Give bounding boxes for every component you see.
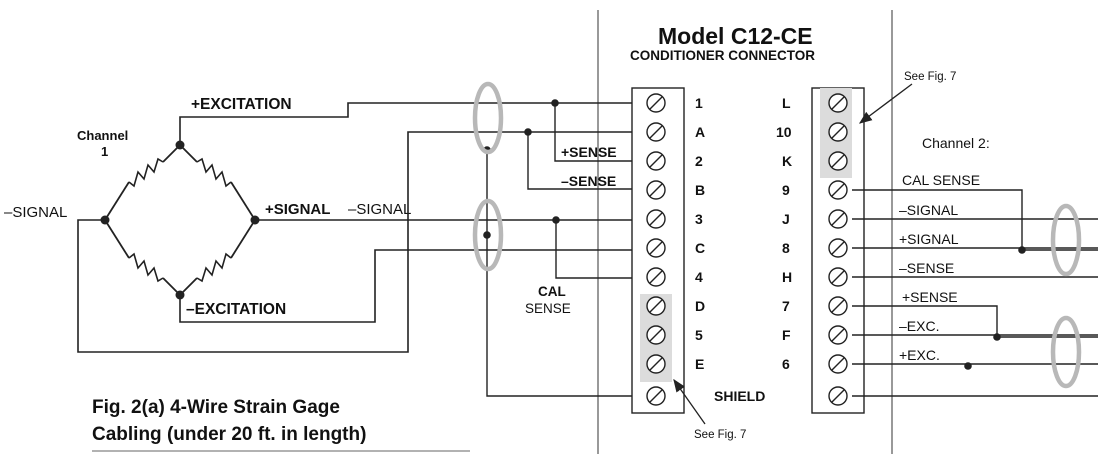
see-fig-top-arrow bbox=[858, 83, 913, 124]
shield-label: SHIELD bbox=[714, 388, 765, 404]
left-terminal-label: D bbox=[695, 298, 705, 314]
cal-label: CAL bbox=[538, 284, 566, 299]
left-terminal-label: B bbox=[695, 182, 705, 198]
right-terminal-screw-icon bbox=[828, 122, 848, 142]
left-terminal-screw-icon bbox=[646, 151, 666, 171]
left-terminal-screw-icon bbox=[646, 238, 666, 258]
see-fig-bottom-label: See Fig. 7 bbox=[694, 429, 746, 441]
page-subtitle: CONDITIONER CONNECTOR bbox=[630, 48, 815, 63]
right-terminal-label: 10 bbox=[776, 124, 792, 140]
left-terminal-screw-icon bbox=[646, 386, 666, 406]
left-terminal-label: E bbox=[695, 356, 704, 372]
right-terminal-label: K bbox=[782, 153, 792, 169]
right-terminal-screw-icon bbox=[828, 209, 848, 229]
channel2-wire-label: –SENSE bbox=[899, 260, 954, 276]
channel1-wires bbox=[77, 99, 632, 397]
right-terminal-screw-icon bbox=[828, 296, 848, 316]
plus-signal-label: +SIGNAL bbox=[265, 201, 330, 218]
left-terminal-label: 4 bbox=[695, 269, 703, 285]
channel2-label: Channel 2: bbox=[922, 135, 990, 151]
right-terminal-label: 9 bbox=[782, 182, 790, 198]
channel2-wire-label: –SIGNAL bbox=[899, 202, 958, 218]
left-terminal-screw-icon bbox=[646, 93, 666, 113]
cable-loop-ch2-upper bbox=[1050, 203, 1082, 277]
left-terminal-screw-icon bbox=[646, 296, 666, 316]
strain-gage-bridge bbox=[100, 140, 260, 300]
channel1-label: Channel bbox=[77, 128, 128, 143]
see-fig-top-label: See Fig. 7 bbox=[904, 71, 956, 83]
page-title: Model C12-CE bbox=[658, 23, 813, 49]
left-terminal-screw-icon bbox=[646, 267, 666, 287]
right-terminal-label: 8 bbox=[782, 240, 790, 256]
right-terminal-label: H bbox=[782, 269, 792, 285]
right-terminal-screw-icon bbox=[828, 93, 848, 113]
minus-sense-label: –SENSE bbox=[561, 173, 616, 189]
cable-loop-ch2-lower bbox=[1050, 315, 1082, 389]
see-fig-bottom-arrow bbox=[673, 378, 706, 425]
cable-loop-ch1-upper bbox=[472, 81, 504, 155]
minus-excitation-label: –EXCITATION bbox=[186, 301, 286, 318]
right-terminal-label: F bbox=[782, 327, 791, 343]
channel2-wires bbox=[852, 189, 1098, 397]
left-terminal-label: C bbox=[695, 240, 705, 256]
left-terminal-screw-icon bbox=[646, 180, 666, 200]
left-terminal-screws bbox=[646, 93, 666, 406]
left-terminal-screw-icon bbox=[646, 354, 666, 374]
right-terminal-labels: L 10 K 9 J 8 H 7 F 6 bbox=[776, 95, 792, 372]
left-terminal-label: 5 bbox=[695, 327, 703, 343]
plus-sense-label: +SENSE bbox=[561, 144, 617, 160]
left-terminal-screw-icon bbox=[646, 209, 666, 229]
channel2-wire-labels: CAL SENSE –SIGNAL +SIGNAL –SENSE +SENSE … bbox=[899, 172, 980, 363]
left-terminal-label: 2 bbox=[695, 153, 703, 169]
channel1-number: 1 bbox=[101, 144, 108, 159]
cable-loop-ch1-lower bbox=[472, 198, 504, 272]
caption-line1: Fig. 2(a) 4-Wire Strain Gage bbox=[92, 397, 340, 418]
right-terminal-label: L bbox=[782, 95, 791, 111]
right-terminal-screw-icon bbox=[828, 325, 848, 345]
right-terminal-label: 7 bbox=[782, 298, 790, 314]
sense-label: SENSE bbox=[525, 301, 571, 316]
left-terminal-label: 1 bbox=[695, 95, 703, 111]
right-terminal-screw-icon bbox=[828, 180, 848, 200]
right-terminal-label: 6 bbox=[782, 356, 790, 372]
channel2-wire-label: CAL SENSE bbox=[902, 172, 980, 188]
channel2-wire-label: +SIGNAL bbox=[899, 231, 959, 247]
channel2-wire-label: +SENSE bbox=[902, 289, 958, 305]
left-terminal-label: 3 bbox=[695, 211, 703, 227]
right-terminal-label: J bbox=[782, 211, 790, 227]
right-terminal-screw-icon bbox=[828, 238, 848, 258]
right-terminal-screw-icon bbox=[828, 151, 848, 171]
channel2-wire-label: +EXC. bbox=[899, 347, 940, 363]
plus-excitation-label: +EXCITATION bbox=[191, 96, 292, 113]
left-terminal-screw-icon bbox=[646, 325, 666, 345]
left-terminal-screw-icon bbox=[646, 122, 666, 142]
left-terminal-label: A bbox=[695, 124, 705, 140]
left-terminal-labels: 1 A 2 B 3 C 4 D 5 E SHIELD bbox=[695, 95, 765, 404]
caption-line2: Cabling (under 20 ft. in length) bbox=[92, 424, 366, 445]
right-terminal-screws bbox=[828, 93, 848, 406]
right-terminal-screw-icon bbox=[828, 386, 848, 406]
channel2-wire-label: –EXC. bbox=[899, 318, 939, 334]
minus-signal-left-label: –SIGNAL bbox=[4, 204, 67, 221]
minus-signal-right-label: –SIGNAL bbox=[348, 201, 411, 218]
right-terminal-screw-icon bbox=[828, 267, 848, 287]
right-terminal-screw-icon bbox=[828, 354, 848, 374]
